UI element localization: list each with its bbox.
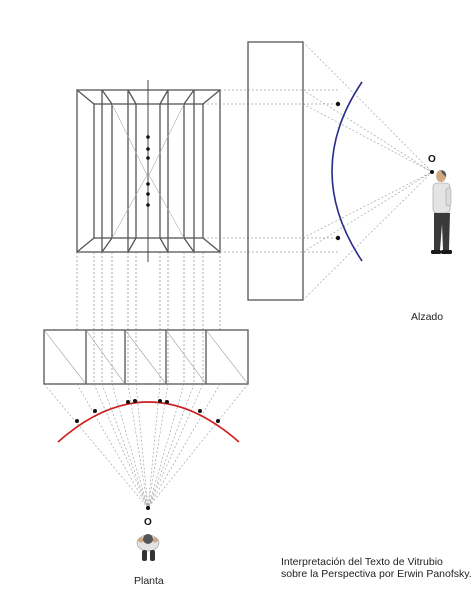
caption-line-2: sobre la Perspectiva por Erwin Panofsky. bbox=[281, 568, 472, 580]
colonnade-diagonals bbox=[111, 103, 185, 239]
eye-label-plan: O bbox=[144, 517, 152, 528]
elevation-label: Alzado bbox=[411, 311, 444, 323]
eye-label-elevation: O bbox=[428, 154, 436, 165]
standing-person-figure bbox=[431, 170, 452, 254]
top-view-person-figure bbox=[136, 534, 160, 561]
plan-label: Planta bbox=[134, 575, 164, 587]
elevation-projection-lines bbox=[203, 89, 338, 253]
plan-arc bbox=[57, 401, 240, 443]
plan-projection-lines bbox=[76, 252, 221, 384]
axis-points bbox=[146, 135, 150, 207]
plan-block bbox=[43, 329, 249, 385]
caption: Interpretación del Texto de Vitrubio sob… bbox=[281, 556, 472, 580]
plan-diagonals bbox=[43, 329, 249, 385]
eye-point-elevation bbox=[430, 170, 434, 174]
elevation-arc-points bbox=[335, 101, 341, 241]
elevation-block bbox=[247, 41, 304, 301]
elevation-arc bbox=[331, 81, 363, 262]
plan-arc-points bbox=[75, 399, 220, 423]
eye-point-plan bbox=[146, 506, 150, 510]
plan-sight-rays bbox=[43, 383, 249, 509]
elevation-sight-lines bbox=[302, 41, 433, 301]
caption-line-1: Interpretación del Texto de Vitrubio bbox=[281, 556, 443, 568]
